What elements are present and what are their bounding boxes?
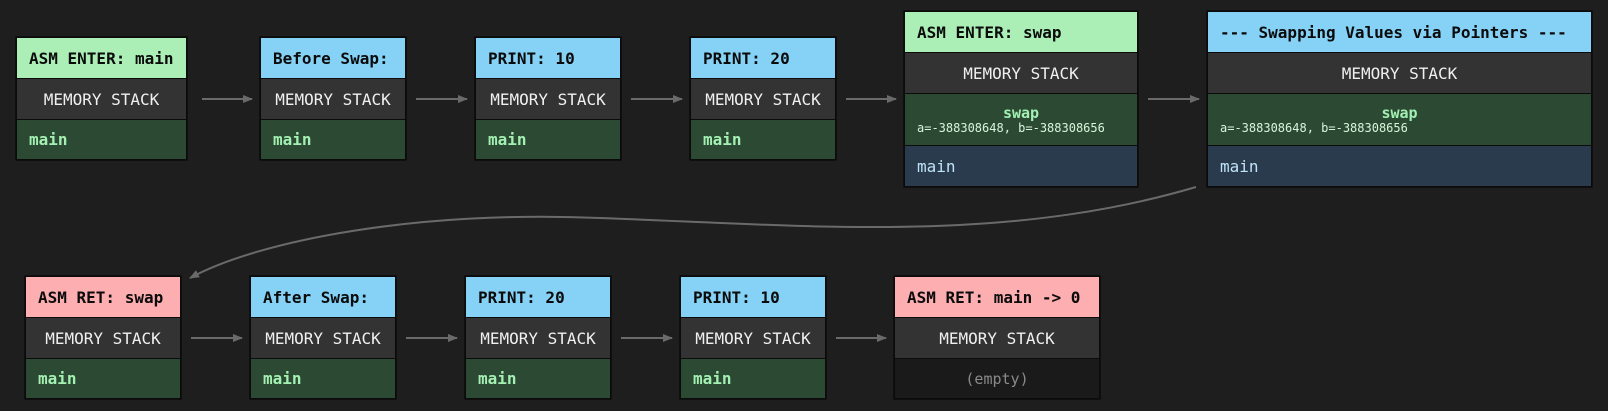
frame-name: swap [1002, 103, 1040, 122]
stack-frame: main [476, 119, 620, 159]
node-header: ASM ENTER: swap [905, 12, 1137, 52]
wrap-arrow [189, 186, 1197, 279]
stack-frame: main [261, 119, 405, 159]
node-header: PRINT: 10 [681, 277, 825, 317]
memory-stack-label: MEMORY STACK [691, 78, 835, 119]
node-header: ASM ENTER: main [17, 38, 186, 78]
node-header: ASM RET: main -> 0 [895, 277, 1099, 317]
memory-stack-label: MEMORY STACK [476, 78, 620, 119]
node-header: ASM RET: swap [26, 277, 180, 317]
memory-stack-label: MEMORY STACK [681, 317, 825, 358]
stack-frame: main [1208, 145, 1591, 186]
node-header: PRINT: 20 [691, 38, 835, 78]
memory-stack-label: MEMORY STACK [1208, 52, 1591, 93]
memory-stack-label: MEMORY STACK [251, 317, 395, 358]
node-header: PRINT: 20 [466, 277, 610, 317]
frame-name: swap [1381, 103, 1418, 122]
stack-frame: main [26, 358, 180, 398]
node-header: --- Swapping Values via Pointers --- [1208, 12, 1591, 52]
frame-args: a=-388308648, b=-388308656 [1220, 120, 1408, 135]
memory-stack-label: MEMORY STACK [26, 317, 180, 358]
memory-stack-label: MEMORY STACK [905, 52, 1137, 93]
stack-frame: main [691, 119, 835, 159]
empty-stack-label: (empty) [895, 358, 1099, 398]
stack-frame: main [17, 119, 186, 159]
memory-stack-label: MEMORY STACK [895, 317, 1099, 358]
stack-frame: main [681, 358, 825, 398]
stack-frame: main [251, 358, 395, 398]
memory-stack-label: MEMORY STACK [261, 78, 405, 119]
node-header: After Swap: [251, 277, 395, 317]
node-header: Before Swap: [261, 38, 405, 78]
stack-frame: main [905, 145, 1137, 186]
stack-frame: main [466, 358, 610, 398]
node-header: PRINT: 10 [476, 38, 620, 78]
stack-state-node: --- Swapping Values via Pointers ---MEMO… [1207, 11, 1592, 187]
memory-stack-label: MEMORY STACK [466, 317, 610, 358]
frame-args: a=-388308648, b=-388308656 [917, 120, 1105, 135]
memory-stack-label: MEMORY STACK [17, 78, 186, 119]
